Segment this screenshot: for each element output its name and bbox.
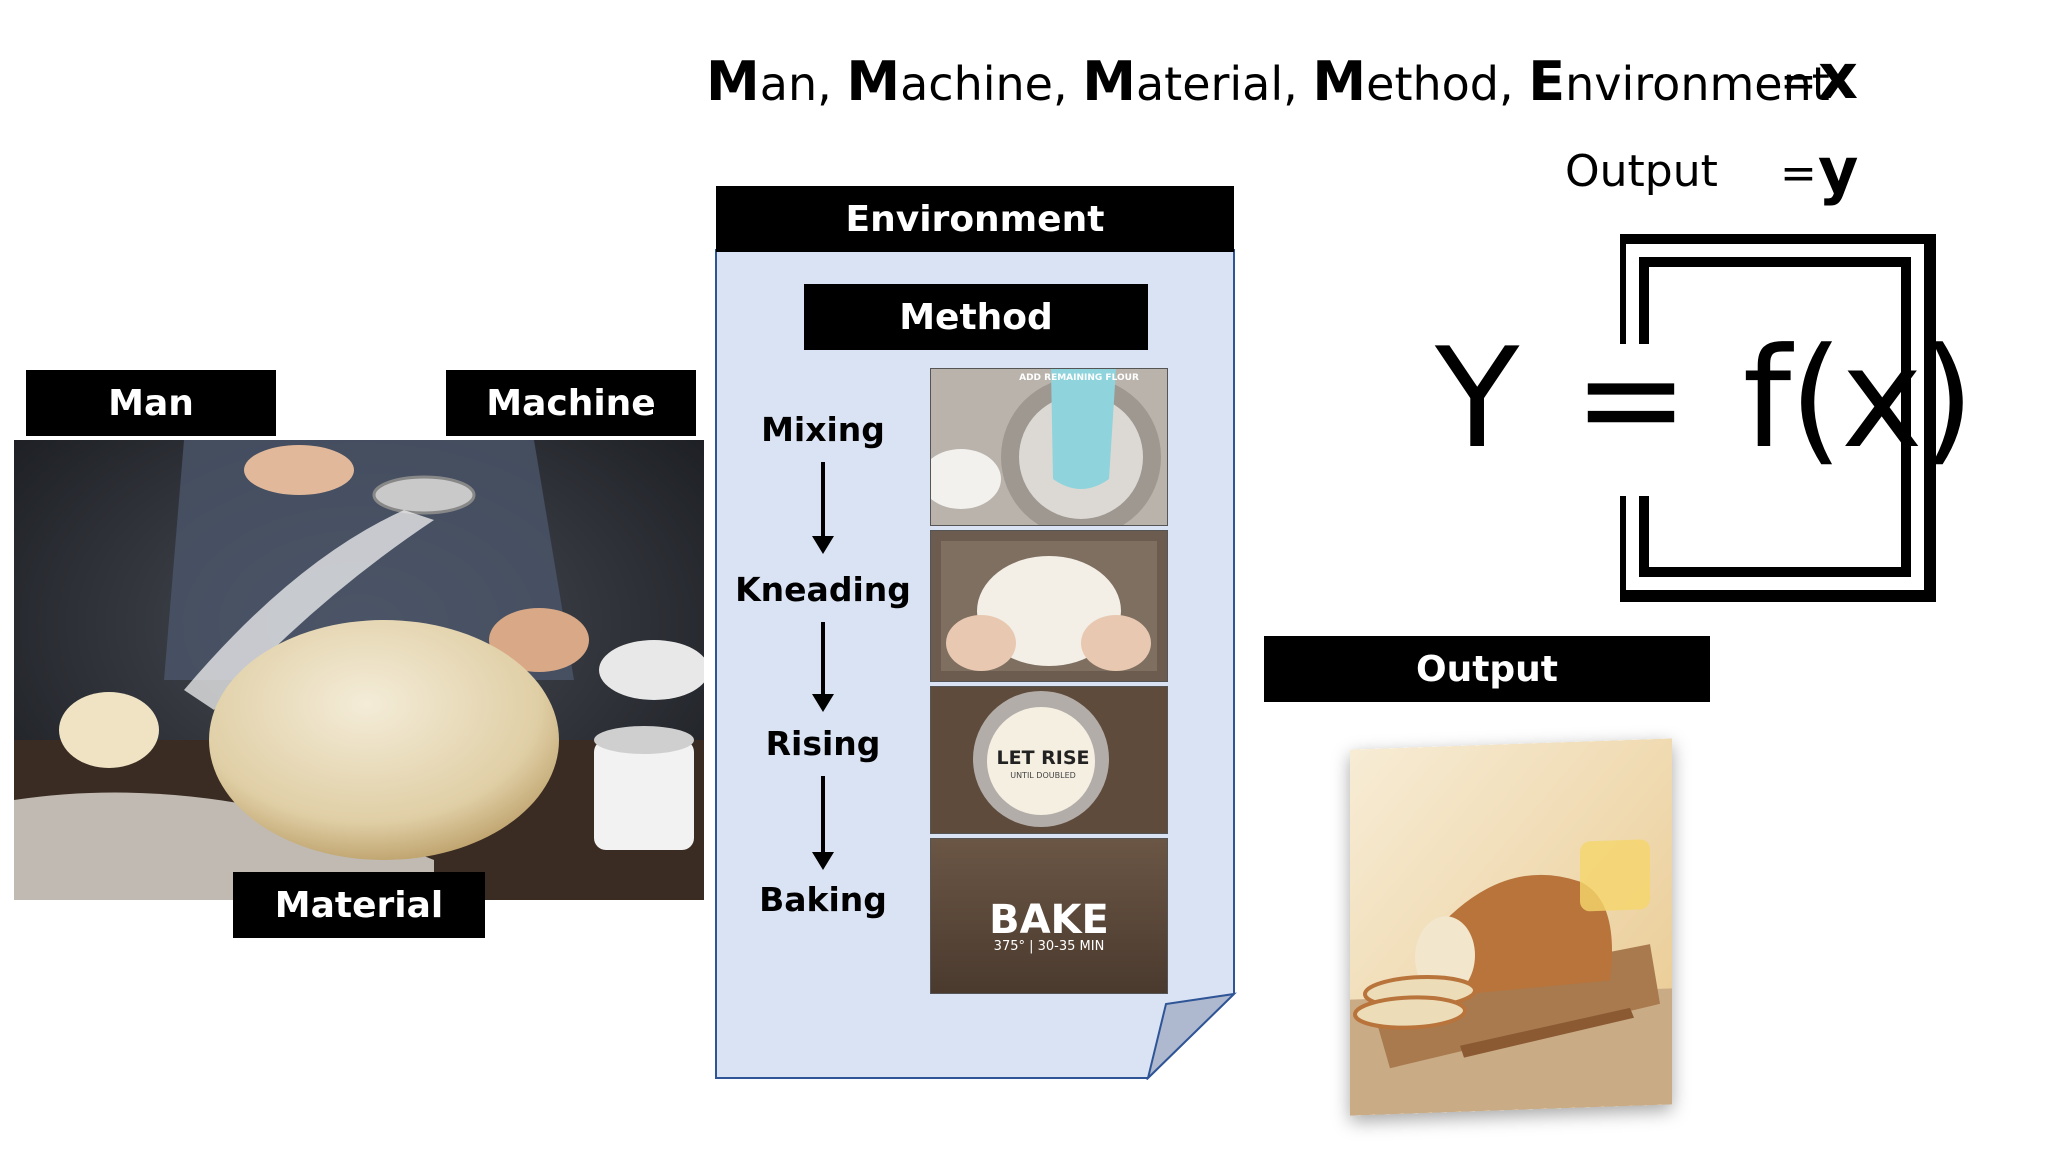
- y-equals: =: [1780, 148, 1817, 199]
- arrow-down-icon: [812, 462, 834, 554]
- step-kneading: Kneading: [735, 570, 911, 609]
- flour-dough-illustration: [14, 440, 704, 900]
- word-remainder: aterial,: [1135, 57, 1313, 111]
- man-label: Man: [26, 370, 276, 436]
- kneading-illustration: [931, 531, 1167, 681]
- initial-letter: M: [706, 50, 760, 113]
- arrow-down-icon: [812, 776, 834, 870]
- word-remainder: an,: [759, 57, 847, 111]
- rising-thumbnail: LET RISE UNTIL DOUBLED: [930, 686, 1168, 834]
- rising-illustration: [931, 687, 1167, 833]
- rising-title: LET RISE: [996, 747, 1090, 769]
- step-baking: Baking: [759, 880, 887, 919]
- formula-equals: =: [1573, 318, 1689, 479]
- baking-subtitle: 375° | 30-35 MIN: [993, 939, 1105, 954]
- output-equation-label: Output: [1565, 146, 1718, 197]
- formula-lhs: Y: [1435, 318, 1519, 479]
- environment-label: Environment: [716, 186, 1234, 252]
- initial-letter: M: [846, 50, 901, 113]
- step-mixing: Mixing: [761, 410, 885, 449]
- material-label: Material: [233, 872, 485, 938]
- mixing-caption: ADD REMAINING FLOUR: [1019, 373, 1139, 383]
- initial-letter: E: [1528, 50, 1566, 113]
- bread-photo: [1350, 738, 1672, 1116]
- word-remainder: nvironment: [1565, 57, 1830, 111]
- formula: Y = f(x): [1435, 318, 1975, 479]
- initial-letter: M: [1312, 50, 1367, 113]
- inputs-equation: Man, Machine, Material, Method, Environm…: [706, 50, 1830, 113]
- output-label: Output: [1264, 636, 1710, 702]
- bread-loaf-illustration: [1350, 738, 1672, 1116]
- baking-title: BAKE: [989, 897, 1109, 943]
- arrow-down-icon: [812, 622, 834, 712]
- formula-rhs: f(x): [1742, 318, 1975, 479]
- rising-subtitle: UNTIL DOUBLED: [1010, 771, 1076, 780]
- step-rising: Rising: [765, 724, 881, 763]
- initial-letter: M: [1082, 50, 1136, 113]
- method-label: Method: [804, 284, 1148, 350]
- word-remainder: ethod,: [1366, 57, 1529, 111]
- y-variable: y: [1818, 134, 1859, 207]
- kneading-thumbnail: [930, 530, 1168, 682]
- mixer-illustration: [931, 369, 1167, 525]
- baking-photo: [14, 440, 704, 900]
- machine-label: Machine: [446, 370, 696, 436]
- mixing-thumbnail: ADD REMAINING FLOUR: [930, 368, 1168, 526]
- baking-thumbnail: BAKE 375° | 30-35 MIN: [930, 838, 1168, 994]
- x-variable: x: [1818, 40, 1858, 113]
- x-equals: =: [1780, 56, 1817, 107]
- formula-bracket: [1620, 234, 1936, 602]
- word-remainder: achine,: [900, 57, 1083, 111]
